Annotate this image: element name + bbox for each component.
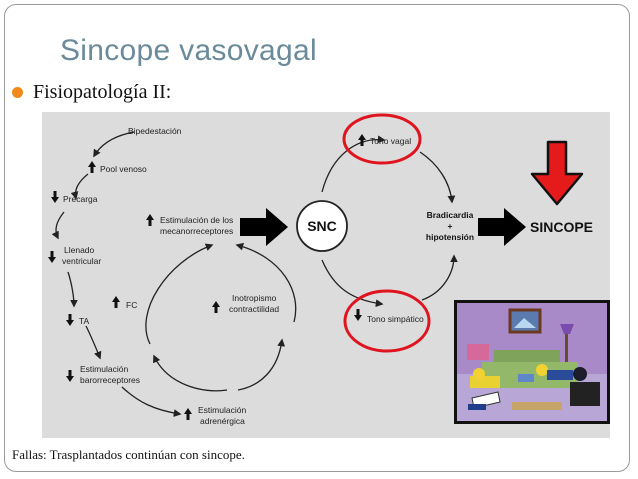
cartoon-fainted-family-image [454, 300, 610, 424]
arrow-right-icon [240, 208, 288, 246]
chain-arrow [51, 211, 65, 240]
arrow-up-icon [212, 301, 220, 313]
arrow-up-icon [184, 408, 192, 420]
arrow-down-icon [66, 314, 74, 326]
label-ta: TA [79, 316, 90, 326]
loop-arc [237, 338, 286, 391]
label-mecanorreceptores-line1: Estimulación de los [160, 215, 233, 225]
label-estimulacion-line2: barorreceptores [80, 375, 140, 385]
chain-arrow [121, 386, 182, 417]
label-pool-venoso: Pool venoso [100, 164, 147, 174]
label-bradicardia: Bradicardia [427, 210, 474, 220]
loop-arc [153, 354, 228, 392]
highlight-circle-vagal [342, 113, 422, 165]
chain-arrow [67, 271, 78, 308]
label-estimulacion-line1: Estimulación [80, 364, 128, 374]
label-adrenergica-line1: Estimulación [198, 405, 246, 415]
snc-arc-upper-right [419, 151, 456, 204]
label-tono-vagal: Tono vagal [370, 136, 411, 146]
loop-arc [235, 242, 297, 323]
label-mecanorreceptores-line2: mecanorreceptores [160, 226, 233, 236]
arrow-up-icon [88, 161, 96, 173]
label-tono-simpatico: Tono simpático [367, 314, 424, 324]
label-bipedestacion: Bipedestación [128, 126, 182, 136]
label-plus: + [448, 221, 453, 231]
snc-label: SNC [307, 218, 337, 234]
chain-arrow [93, 131, 135, 158]
label-sincope: SINCOPE [530, 219, 593, 235]
pathophysiology-diagram: Bipedestación Pool venoso Precarga Llena… [42, 112, 610, 438]
snc-arc-lower [321, 259, 384, 308]
arrow-down-icon [51, 191, 59, 203]
snc-arc-lower-right [421, 254, 458, 301]
loop-arc [145, 243, 214, 345]
slide-frame [4, 4, 630, 472]
chain-arrow [70, 173, 89, 200]
label-fc: FC [126, 300, 137, 310]
arrow-down-icon [354, 309, 362, 321]
label-precarga: Precarga [63, 194, 98, 204]
arrow-up-icon [358, 134, 366, 146]
label-inotropismo-line1: Inotropismo [232, 293, 277, 303]
arrow-up-icon [146, 214, 154, 226]
red-down-arrow-icon [530, 140, 584, 206]
arrow-down-icon [48, 251, 56, 263]
label-adrenergica-line2: adrenérgica [200, 416, 245, 426]
label-llenado-line2: ventricular [62, 256, 101, 266]
snc-circle [296, 200, 348, 252]
footnote: Fallas: Trasplantados continúan con sinc… [12, 447, 245, 462]
arrow-right-icon [478, 208, 526, 246]
slide-title: Sincope vasovagal [60, 34, 317, 67]
bullet-icon [12, 87, 23, 98]
chain-arrow [85, 325, 102, 360]
bullet-text: Fisiopatología II: [33, 81, 172, 103]
bullet-item: Fisiopatología II: [12, 81, 171, 104]
label-hipotension: hipotensión [426, 232, 474, 242]
arrow-down-icon [66, 370, 74, 382]
label-llenado-line1: Llenado [64, 245, 95, 255]
label-inotropismo-line2: contractilidad [229, 304, 279, 314]
arrow-up-icon [112, 296, 120, 308]
highlight-circle-simpatico [343, 289, 431, 353]
